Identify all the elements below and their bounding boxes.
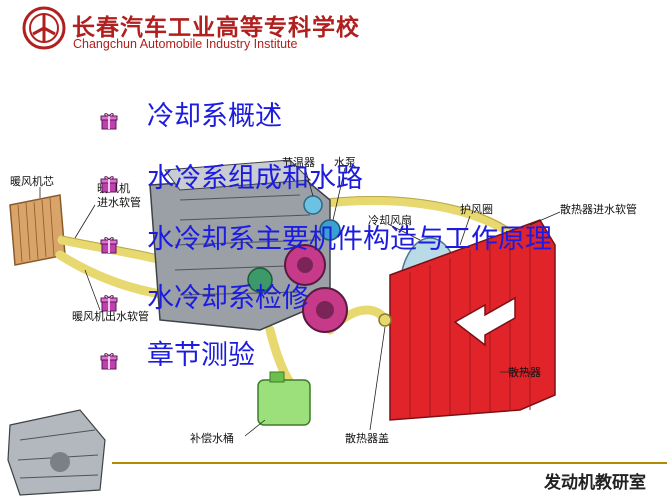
label-radiator: 散热器 (508, 366, 541, 379)
menu-item-maintenance[interactable]: 水冷却系检修 (147, 283, 309, 314)
school-name-cn: 长春汽车工业高等专科学校 (72, 15, 360, 41)
heater-core-shape (9, 194, 66, 266)
menu-item-quiz[interactable]: 章节测验 (147, 340, 255, 371)
label-water-pump: 水泵 (334, 156, 356, 169)
menu-item-composition[interactable]: 水冷系组成和水路 (147, 163, 363, 194)
label-heater-inlet-hose-2: 进水软管 (97, 196, 141, 209)
water-pump-shape (319, 219, 341, 241)
school-name-en: Changchun Automobile Industry Institute (73, 37, 298, 51)
engine-block-shape (149, 159, 348, 333)
label-shroud: 护风圈 (460, 203, 493, 216)
label-heater-core: 暖风机芯 (10, 175, 54, 188)
radiator-shape (389, 219, 556, 421)
label-thermostat: 节温器 (282, 156, 315, 169)
label-cooling-fan: 冷却风扇 (368, 214, 412, 227)
footer-divider (112, 462, 667, 464)
gift-box-bullet-icon (100, 353, 118, 370)
label-radiator-inlet-hose: 散热器进水软管 (560, 203, 637, 216)
gift-box-bullet-icon (100, 295, 118, 312)
label-heater-outlet-hose: 暖风机出水软管 (72, 310, 149, 323)
engine-thumbnail-icon (7, 409, 106, 496)
gift-box-bullet-icon (100, 176, 118, 193)
gift-box-bullet-icon (100, 113, 118, 130)
footer-lab-name: 发动机教研室 (544, 473, 646, 493)
label-overflow-tank: 补偿水桶 (190, 432, 234, 445)
menu-item-components[interactable]: 水冷却系主要机件构造与工作原理 (147, 224, 552, 255)
thermostat-shape (303, 195, 323, 215)
radiator-cap-shape (378, 313, 392, 327)
menu-item-overview[interactable]: 冷却系概述 (147, 101, 282, 132)
gift-box-bullet-icon (100, 237, 118, 254)
label-radiator-cap: 散热器盖 (345, 432, 389, 445)
overflow-tank-shape (257, 371, 311, 426)
school-logo-icon (22, 6, 66, 50)
